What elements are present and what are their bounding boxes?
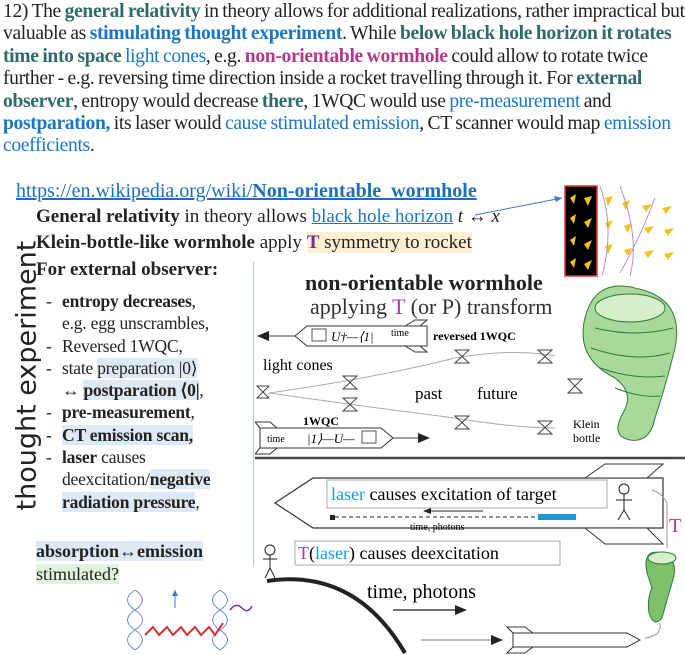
light-cones-label: light cones bbox=[263, 357, 333, 374]
intro-segment: , e.g. bbox=[205, 45, 245, 67]
laser-bar bbox=[538, 514, 576, 520]
intro-segment: light cones bbox=[125, 45, 206, 67]
small-klein-bottle bbox=[645, 551, 677, 623]
pointer-arrow bbox=[474, 196, 563, 216]
intro-segment: . While bbox=[342, 23, 400, 45]
svg-text:time, photons: time, photons bbox=[410, 522, 465, 533]
t-x-symbol: t ↔ x bbox=[453, 206, 500, 227]
external-observer: T(laser) causes deexcitation bbox=[263, 540, 561, 579]
reversed-1wqc-label: reversed 1WQC bbox=[433, 329, 516, 343]
intro-segment: . bbox=[89, 135, 95, 157]
light-cone-icons bbox=[255, 349, 584, 435]
reversed-1wqc-rocket: U†—⟨1| time reversed 1WQC bbox=[257, 319, 516, 353]
intro-segment: and bbox=[580, 90, 612, 112]
svg-text:Klein: Klein bbox=[573, 417, 600, 431]
intro-segment: , CT scanner would map bbox=[419, 113, 604, 135]
1wqc-rocket: 1WQC time |1⟩—U— bbox=[255, 414, 430, 455]
list-item: -state preparation |0⟩ bbox=[46, 357, 198, 378]
list-item: -CT emission scan, bbox=[46, 424, 193, 445]
intro-segment: stimulating thought experiment bbox=[89, 23, 343, 45]
gr-text: in theory allows bbox=[179, 206, 312, 227]
time-photons-label: time, photons bbox=[367, 581, 476, 603]
future-label: future bbox=[477, 384, 518, 403]
T-symbol: T bbox=[306, 232, 320, 253]
link-prefix: https://en.wikipedia.org/wiki/ bbox=[16, 180, 253, 202]
link-page: Non-orientable_wormhole bbox=[252, 180, 477, 202]
intro-segment: below black hole horizon it rotates time… bbox=[3, 23, 672, 67]
stimulated-emission-helix-illustration bbox=[127, 590, 253, 651]
klein-bottle-image: Klein bottle bbox=[573, 285, 678, 445]
intro-segment: external observer bbox=[3, 68, 642, 112]
list-item-cont: radiation pressure, bbox=[62, 491, 200, 512]
list-item-cont: deexcitation/negative bbox=[62, 469, 211, 490]
svg-text:time: time bbox=[267, 434, 285, 445]
svg-text:laser causes excitation of tar: laser causes excitation of target bbox=[331, 484, 557, 504]
svg-text:U†—⟨1|: U†—⟨1| bbox=[331, 329, 374, 344]
absorption-emission: absorption↔emission bbox=[36, 541, 204, 561]
kb-bold: Klein-bottle-like wormhole bbox=[36, 232, 255, 253]
intro-segment: in theory allows for additional realizat… bbox=[3, 1, 685, 45]
list-item: -pre-measurement, bbox=[46, 402, 195, 423]
absorption-emission-note: absorption↔emission stimulated? bbox=[36, 540, 204, 586]
list-item: -Reversed 1WQC, bbox=[46, 335, 183, 356]
black-hole-horizon-link[interactable]: black hole horizon bbox=[311, 206, 454, 227]
gr-line: General relativity in theory allows blac… bbox=[36, 206, 500, 228]
intro-segment: there bbox=[261, 90, 304, 112]
kb-line: Klein-bottle-like wormhole apply T symme… bbox=[36, 232, 472, 254]
T-side-label: T bbox=[669, 515, 681, 537]
list-item-cont: e.g. egg unscrambles, bbox=[62, 313, 209, 334]
svg-text:|1⟩—U—: |1⟩—U— bbox=[307, 431, 355, 446]
thought-experiment-label: thought experiment bbox=[11, 240, 43, 511]
intro-segment: cause stimulated emission bbox=[224, 113, 420, 135]
intro-segment: , entropy would decrease bbox=[73, 90, 262, 112]
intro-segment: postparation, bbox=[3, 113, 111, 135]
stimulated-question: stimulated? bbox=[36, 564, 119, 584]
planet-surface bbox=[266, 577, 407, 655]
wikipedia-link[interactable]: https://en.wikipedia.org/wiki/Non-orient… bbox=[16, 180, 477, 202]
intro-segment: pre-measurement bbox=[449, 90, 581, 112]
gr-bold: General relativity bbox=[36, 206, 180, 227]
intro-segment: 12) The bbox=[3, 1, 65, 22]
light-cone-markers bbox=[570, 194, 674, 270]
list-item: -entropy decreases, bbox=[46, 291, 196, 311]
svg-text:time: time bbox=[391, 328, 409, 339]
observer-list: -entropy decreases, e.g. egg unscrambles… bbox=[46, 290, 211, 513]
intro-segment: , 1WQC would use bbox=[303, 90, 450, 112]
svg-text:T(laser) causes deexcitation: T(laser) causes deexcitation bbox=[298, 543, 499, 564]
list-item: -laser causes bbox=[46, 447, 146, 468]
wormhole-diagram: non-orientable wormhole applying T (or P… bbox=[255, 270, 685, 655]
diagram-title: non-orientable wormhole bbox=[305, 270, 543, 295]
diagram-subtitle: applying T (or P) transform bbox=[310, 294, 552, 319]
1wqc-label: 1WQC bbox=[303, 414, 339, 428]
intro-segment: its laser would bbox=[110, 113, 225, 135]
intro-segment: could allow to rotate twice further - e.… bbox=[3, 45, 648, 90]
external-observer-heading: For external observer: bbox=[36, 259, 219, 280]
intro-paragraph: 12) The general relativity in theory all… bbox=[3, 1, 685, 158]
small-rocket bbox=[505, 626, 642, 654]
list-item-cont: ↔ postparation ⟨0|, bbox=[62, 380, 204, 401]
worldlines bbox=[268, 351, 556, 429]
intro-segment: general relativity bbox=[64, 1, 201, 22]
column-divider bbox=[253, 262, 254, 567]
past-label: past bbox=[415, 384, 443, 403]
excitation-rocket: laser causes excitation of target time, … bbox=[273, 463, 665, 545]
kb-rest: symmetry to rocket bbox=[319, 232, 472, 253]
intro-segment: emission coefficients bbox=[3, 113, 671, 157]
svg-text:bottle: bottle bbox=[573, 431, 600, 445]
intro-segment: non-orientable wormhole bbox=[244, 45, 448, 67]
kb-text: apply bbox=[255, 232, 307, 253]
black-hole-inset-image bbox=[564, 185, 674, 277]
